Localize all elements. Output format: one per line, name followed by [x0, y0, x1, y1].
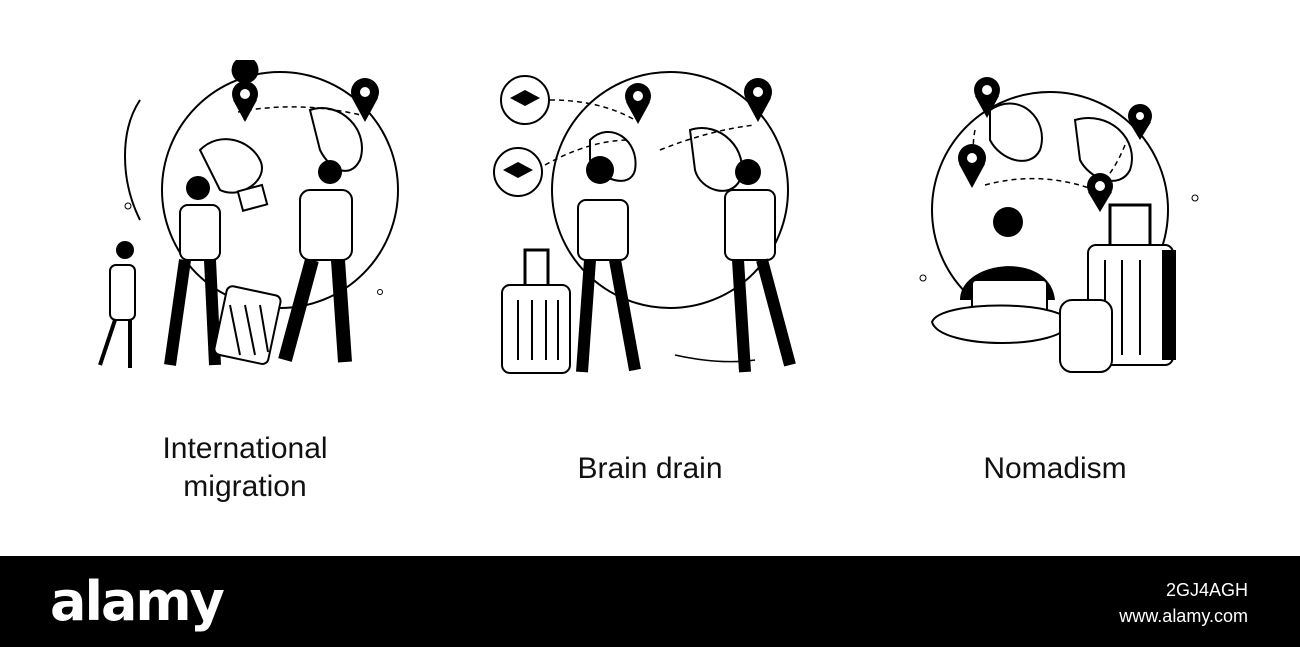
caption-nomadism: Nomadism — [983, 452, 1127, 485]
alamy-logo: alamy — [50, 570, 225, 633]
image-id: 2GJ4AGH — [1165, 580, 1248, 600]
panel-nomadism: Nomadism — [900, 0, 1210, 555]
brain-drain-illustration — [493, 71, 796, 374]
caption-brain-drain: Brain drain — [577, 452, 723, 485]
caption-line-2: migration — [183, 470, 307, 503]
site-url: www.alamy.com — [1119, 606, 1248, 626]
nomadism-illustration — [919, 77, 1199, 373]
caption-international-migration: International migration — [80, 430, 410, 506]
caption-line-1: International — [162, 432, 328, 465]
international-migration-illustration — [98, 60, 399, 368]
panel-international-migration: International migration — [80, 0, 410, 555]
panel-brain-drain: Brain drain — [490, 0, 810, 555]
watermark-bar: alamy 2GJ4AGH www.alamy.com — [0, 556, 1300, 647]
